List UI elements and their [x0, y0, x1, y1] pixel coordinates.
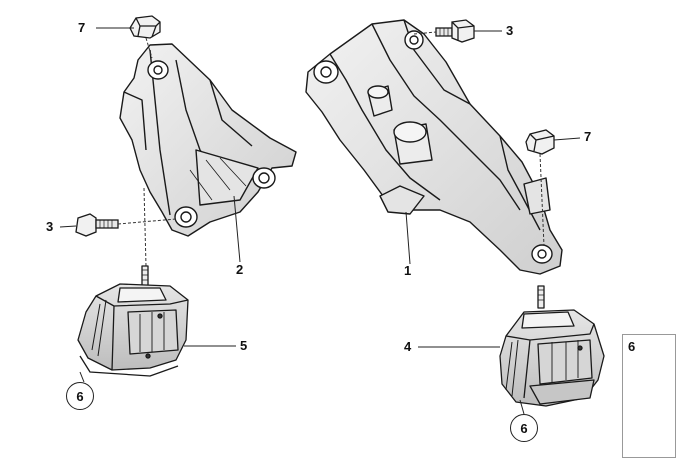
right-engine-bracket — [305, 19, 563, 275]
label-right-mount: 4 — [404, 339, 412, 354]
left-engine-bracket — [119, 43, 297, 237]
callout-right-mount-ref: 6 — [510, 414, 538, 442]
right-nut — [525, 129, 555, 155]
legend-box: 6 — [622, 334, 676, 458]
label-right-nut: 7 — [584, 129, 592, 144]
left-top-nut — [129, 15, 161, 39]
label-left-mount: 5 — [240, 338, 248, 353]
right-engine-mount — [499, 285, 605, 407]
legend-ref-number: 6 — [628, 339, 636, 354]
label-left-bolt: 3 — [46, 219, 54, 234]
label-right-bracket: 1 — [404, 263, 412, 278]
label-left-bracket: 2 — [236, 262, 244, 277]
right-bolt — [435, 19, 475, 43]
label-left-top-nut: 7 — [78, 20, 86, 35]
left-engine-mount — [77, 265, 189, 377]
leader-lines — [59, 27, 581, 415]
callout-left-mount-ref: 6 — [66, 382, 94, 410]
label-right-bolt: 3 — [506, 23, 514, 38]
left-bolt — [75, 213, 119, 237]
